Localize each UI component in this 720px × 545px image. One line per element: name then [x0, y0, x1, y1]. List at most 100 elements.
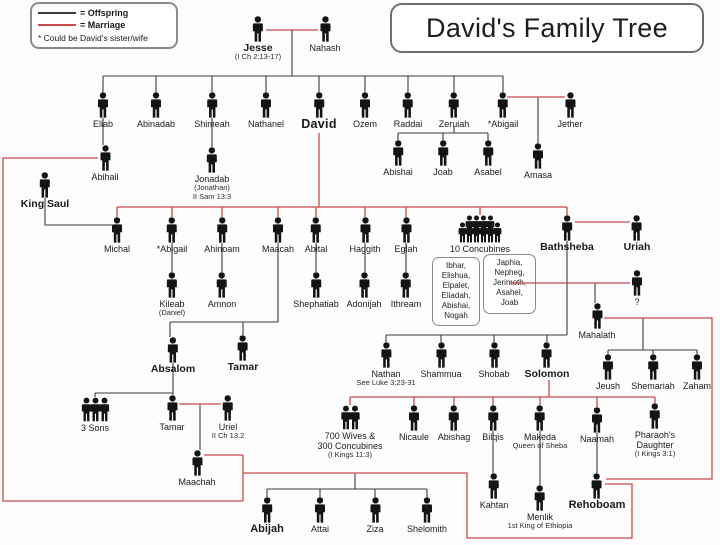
person-adonijah: Adonijah — [346, 272, 382, 309]
person-abihail: Abihail — [91, 145, 119, 182]
person-icon — [691, 354, 702, 380]
person-icon — [632, 215, 642, 241]
person-icon — [206, 147, 217, 173]
person-label: King Saul — [20, 198, 70, 210]
person-eliab: Eliab — [93, 92, 113, 129]
person-icon — [489, 342, 499, 368]
person-label: Shelomith — [406, 524, 448, 534]
person-label: Shephatiab — [293, 299, 339, 309]
person-icon — [448, 92, 459, 118]
person-label: Kileab — [159, 299, 185, 309]
person-icon — [166, 395, 177, 421]
person-label: Nicaule — [398, 432, 430, 442]
person-shelomith: Shelomith — [407, 497, 447, 534]
person-absalom: Absalom — [151, 337, 195, 374]
person-label: Bilqis — [482, 432, 504, 442]
person-raddai: Raddai — [394, 92, 422, 129]
marriage-line-sample — [38, 24, 76, 26]
person-label: Menlik — [526, 512, 554, 522]
person-label: Amnon — [207, 299, 237, 309]
person-label: Absalom — [150, 363, 196, 375]
person-icon — [472, 222, 481, 243]
person-label: Rehoboam — [568, 499, 626, 511]
person-icon — [359, 92, 370, 118]
person-bilqis: Bilqis — [482, 405, 504, 442]
person-kahtan: Kahtan — [480, 473, 508, 510]
person-label: ? — [634, 297, 640, 307]
person-label: Ithream — [390, 299, 422, 309]
person-label: Tamar — [159, 422, 185, 432]
person-abishag: Abishag — [437, 405, 471, 442]
person-icon — [489, 473, 499, 499]
person-icon — [408, 405, 419, 431]
person-label: Shammua — [420, 369, 462, 379]
legend-offspring-row: = Offspring — [38, 7, 170, 19]
person-icon — [90, 397, 100, 422]
person-tamar1: Tamar — [228, 335, 258, 372]
person-icon — [314, 497, 325, 523]
person-label: 3 Sons — [80, 423, 110, 433]
person-abigail-wife: *Abigail — [157, 217, 187, 254]
person-abital: Abital — [305, 217, 327, 254]
person-icon — [465, 222, 474, 243]
person-jether: Jether — [557, 92, 583, 129]
person-abinadab: Abinadab — [137, 92, 175, 129]
group-icon — [81, 397, 109, 422]
person-label: Asabel — [474, 167, 502, 177]
person-icon — [403, 92, 413, 118]
person-sublabel: See Luke 3:23-31 — [356, 378, 416, 387]
offspring-line-sample — [38, 12, 76, 14]
person-label: Bathsheba — [540, 241, 594, 253]
person-icon — [253, 16, 263, 42]
person-label: Attai — [310, 524, 330, 534]
person-unknown-wife: ? — [630, 270, 644, 307]
person-eglah: Eglah — [394, 217, 418, 254]
person-sublabel: (I Kings 3:1) — [634, 449, 676, 458]
person-shimeah: Shimeah — [194, 92, 230, 129]
person-label: Mahalath — [578, 330, 616, 340]
person-shemariah: Shemariah — [631, 354, 675, 391]
person-icon — [261, 92, 271, 118]
person-jonadab: Jonadab(Jonathan)II Sam 13:3 — [193, 147, 231, 201]
person-icon — [449, 405, 459, 431]
person-king-saul: King Saul — [21, 172, 69, 209]
person-icon — [479, 222, 488, 243]
person-label: Solomon — [524, 368, 570, 380]
person-label: Abishag — [437, 432, 471, 442]
person-icon — [381, 342, 391, 368]
person-icon — [340, 405, 351, 430]
person-icon — [498, 92, 508, 118]
person-icon — [438, 140, 448, 166]
person-nahash: Nahash — [309, 16, 341, 53]
person-label: Joab — [433, 167, 453, 177]
group-icon — [450, 215, 510, 243]
legend-marriage-label: = Marriage — [80, 20, 126, 30]
person-icon — [564, 92, 575, 118]
person-icon — [369, 497, 380, 523]
person-mahalath: Mahalath — [578, 303, 616, 340]
person-label: Nathanel — [247, 119, 285, 129]
person-label: Shimeah — [194, 119, 230, 129]
person-icon — [592, 473, 602, 499]
person-icon — [310, 272, 321, 298]
legend: = Offspring = Marriage * Could be David'… — [30, 2, 178, 49]
person-icon — [422, 497, 432, 523]
person-sublabel: II Sam 13:3 — [192, 191, 232, 201]
person-icon — [238, 335, 248, 361]
person-icon — [207, 92, 217, 118]
person-label: *Abigail — [487, 119, 519, 129]
person-icon — [99, 397, 109, 422]
person-icon — [273, 217, 283, 243]
person-label: Abihail — [91, 172, 119, 182]
person-icon — [39, 172, 50, 198]
person-ziza: Ziza — [366, 497, 384, 534]
person-icon — [401, 217, 411, 243]
person-label: Naamah — [579, 434, 615, 444]
person-label: Ahinoam — [204, 244, 240, 254]
person-label: Eliab — [92, 119, 114, 129]
person-tamar2: Tamar — [159, 395, 185, 432]
